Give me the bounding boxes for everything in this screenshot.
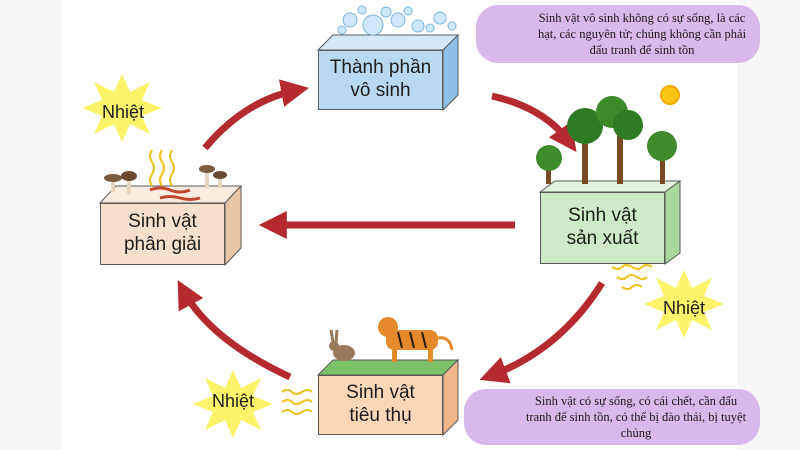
- node-producer-label: Sinh vật sản xuất: [566, 205, 639, 249]
- heat-squiggle-consumer: [281, 389, 313, 415]
- decomposer-mushrooms: [104, 165, 227, 201]
- heat-squiggle-decomposer: [149, 149, 175, 187]
- note-abiotic-text: Sinh vật vô sinh không có sự sống, là cá…: [537, 11, 747, 57]
- heat-label-2: Nhiệt: [662, 298, 706, 318]
- note-living: Sinh vật có sự sống, có cái chết, cần đấ…: [464, 389, 760, 445]
- consumer-animals: [329, 317, 454, 362]
- producer-box-3d: [538, 180, 682, 265]
- note-abiotic: Sinh vật vô sinh không có sự sống, là cá…: [476, 5, 760, 63]
- heat-star-3: [193, 370, 273, 438]
- heat-squiggle-producer: [611, 264, 653, 290]
- arrow-abiotic-to-producer: [491, 92, 577, 153]
- heat-star-1: [82, 74, 162, 142]
- note-living-text: Sinh vật có sự sống, có cái chết, cần đấ…: [525, 394, 747, 440]
- node-consumer: Sinh vật tiêu thụ: [318, 375, 443, 435]
- node-consumer-label: Sinh vật tiêu thụ: [346, 382, 415, 426]
- arrow-decomposer-to-abiotic: [202, 79, 310, 151]
- heat-label-3: Nhiệt: [211, 391, 255, 411]
- producer-trees: [536, 96, 677, 184]
- arrow-consumer-to-decomposer: [177, 280, 292, 381]
- node-decomposer-label: Sinh vật phân giải: [123, 211, 202, 255]
- arrow-producer-to-consumer: [479, 281, 605, 384]
- sun-icon: [660, 85, 680, 105]
- heat-label-1: Nhiệt: [101, 102, 145, 122]
- heat-star-2: [644, 270, 724, 338]
- node-decomposer: Sinh vật phân giải: [100, 203, 225, 265]
- node-producer: Sinh vật sản xuất: [540, 192, 665, 264]
- consumer-box-3d: [316, 358, 460, 437]
- abiotic-bubbles: [337, 5, 457, 36]
- node-abiotic-label: Thành phần vô sinh: [329, 57, 432, 101]
- node-abiotic: Thành phần vô sinh: [318, 50, 443, 110]
